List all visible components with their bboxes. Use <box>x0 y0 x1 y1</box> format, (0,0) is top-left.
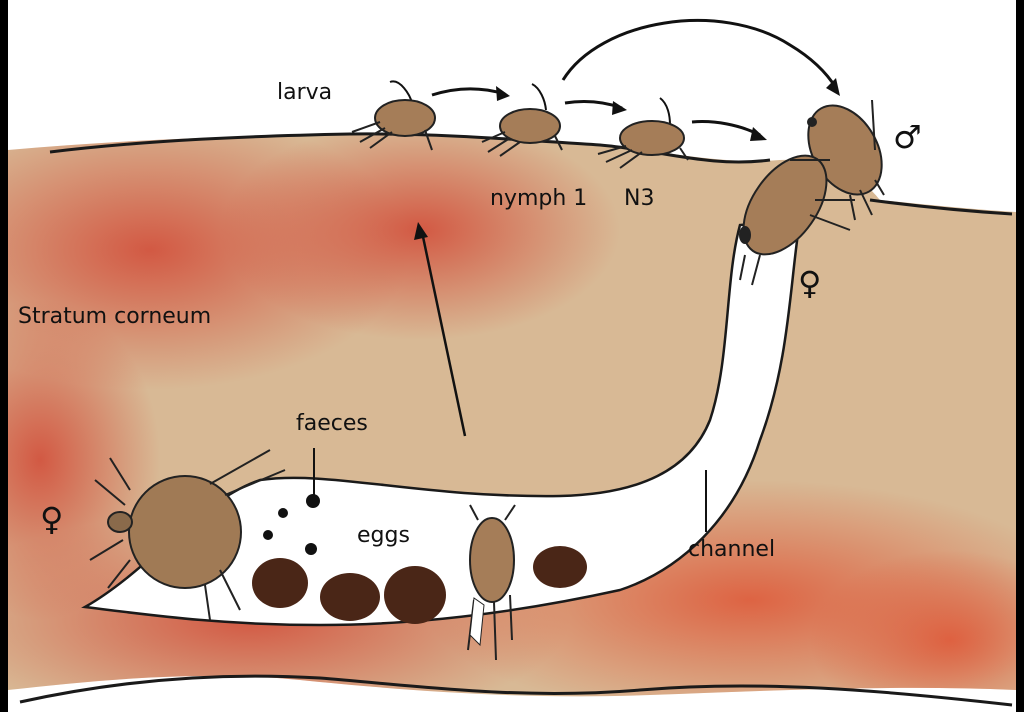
label-n3: N3 <box>624 186 654 211</box>
faeces-group <box>263 494 320 555</box>
egg <box>252 558 308 608</box>
female-mite-emerging <box>739 154 855 286</box>
up-arrow-line <box>420 231 467 437</box>
n3-mite <box>597 97 689 169</box>
label-eggs: eggs <box>357 523 410 548</box>
male-symbol: ♂ <box>893 118 922 156</box>
skin-bottom-line <box>19 674 1013 707</box>
up-arrow-head <box>414 222 428 240</box>
larva-mite <box>351 80 436 151</box>
label-nymph1: nymph 1 <box>490 186 587 211</box>
skin-surface-line <box>49 132 1013 216</box>
faeces-dot <box>305 543 317 555</box>
egg <box>384 566 446 624</box>
faeces-dot <box>306 494 320 508</box>
egg <box>320 573 380 621</box>
male-mite <box>807 99 885 221</box>
faeces-dot <box>263 530 273 540</box>
nymph1-mite <box>481 83 563 157</box>
female-symbol-top: ♀ <box>798 264 821 302</box>
female-symbol-left: ♀ <box>40 500 63 538</box>
label-faeces: faeces <box>296 411 368 436</box>
label-stratum-corneum: Stratum corneum <box>18 304 211 329</box>
nymph-in-channel <box>467 504 516 661</box>
female-mite-burrow <box>89 449 286 621</box>
arrow-heads <box>496 78 840 141</box>
label-channel: channel <box>688 537 775 562</box>
label-larva: larva <box>277 80 332 105</box>
arrow-big-arc <box>561 19 838 89</box>
faeces-dot <box>278 508 288 518</box>
egg <box>533 546 587 588</box>
eggs-group <box>252 546 587 624</box>
